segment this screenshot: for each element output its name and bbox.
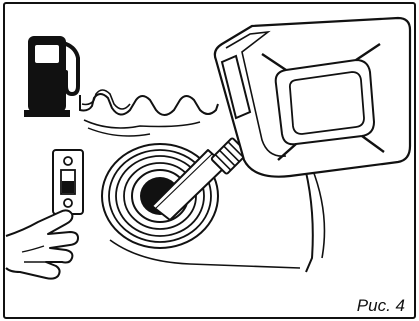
figure-caption: Рис. 4 [356, 296, 405, 315]
pointing-hand-icon [5, 209, 79, 280]
fuel-pump-icon [24, 36, 80, 117]
figure-frame [3, 2, 416, 319]
fuel-canister-icon [213, 16, 412, 178]
toggle-switch-icon [52, 149, 84, 215]
tank-outline [79, 89, 326, 273]
